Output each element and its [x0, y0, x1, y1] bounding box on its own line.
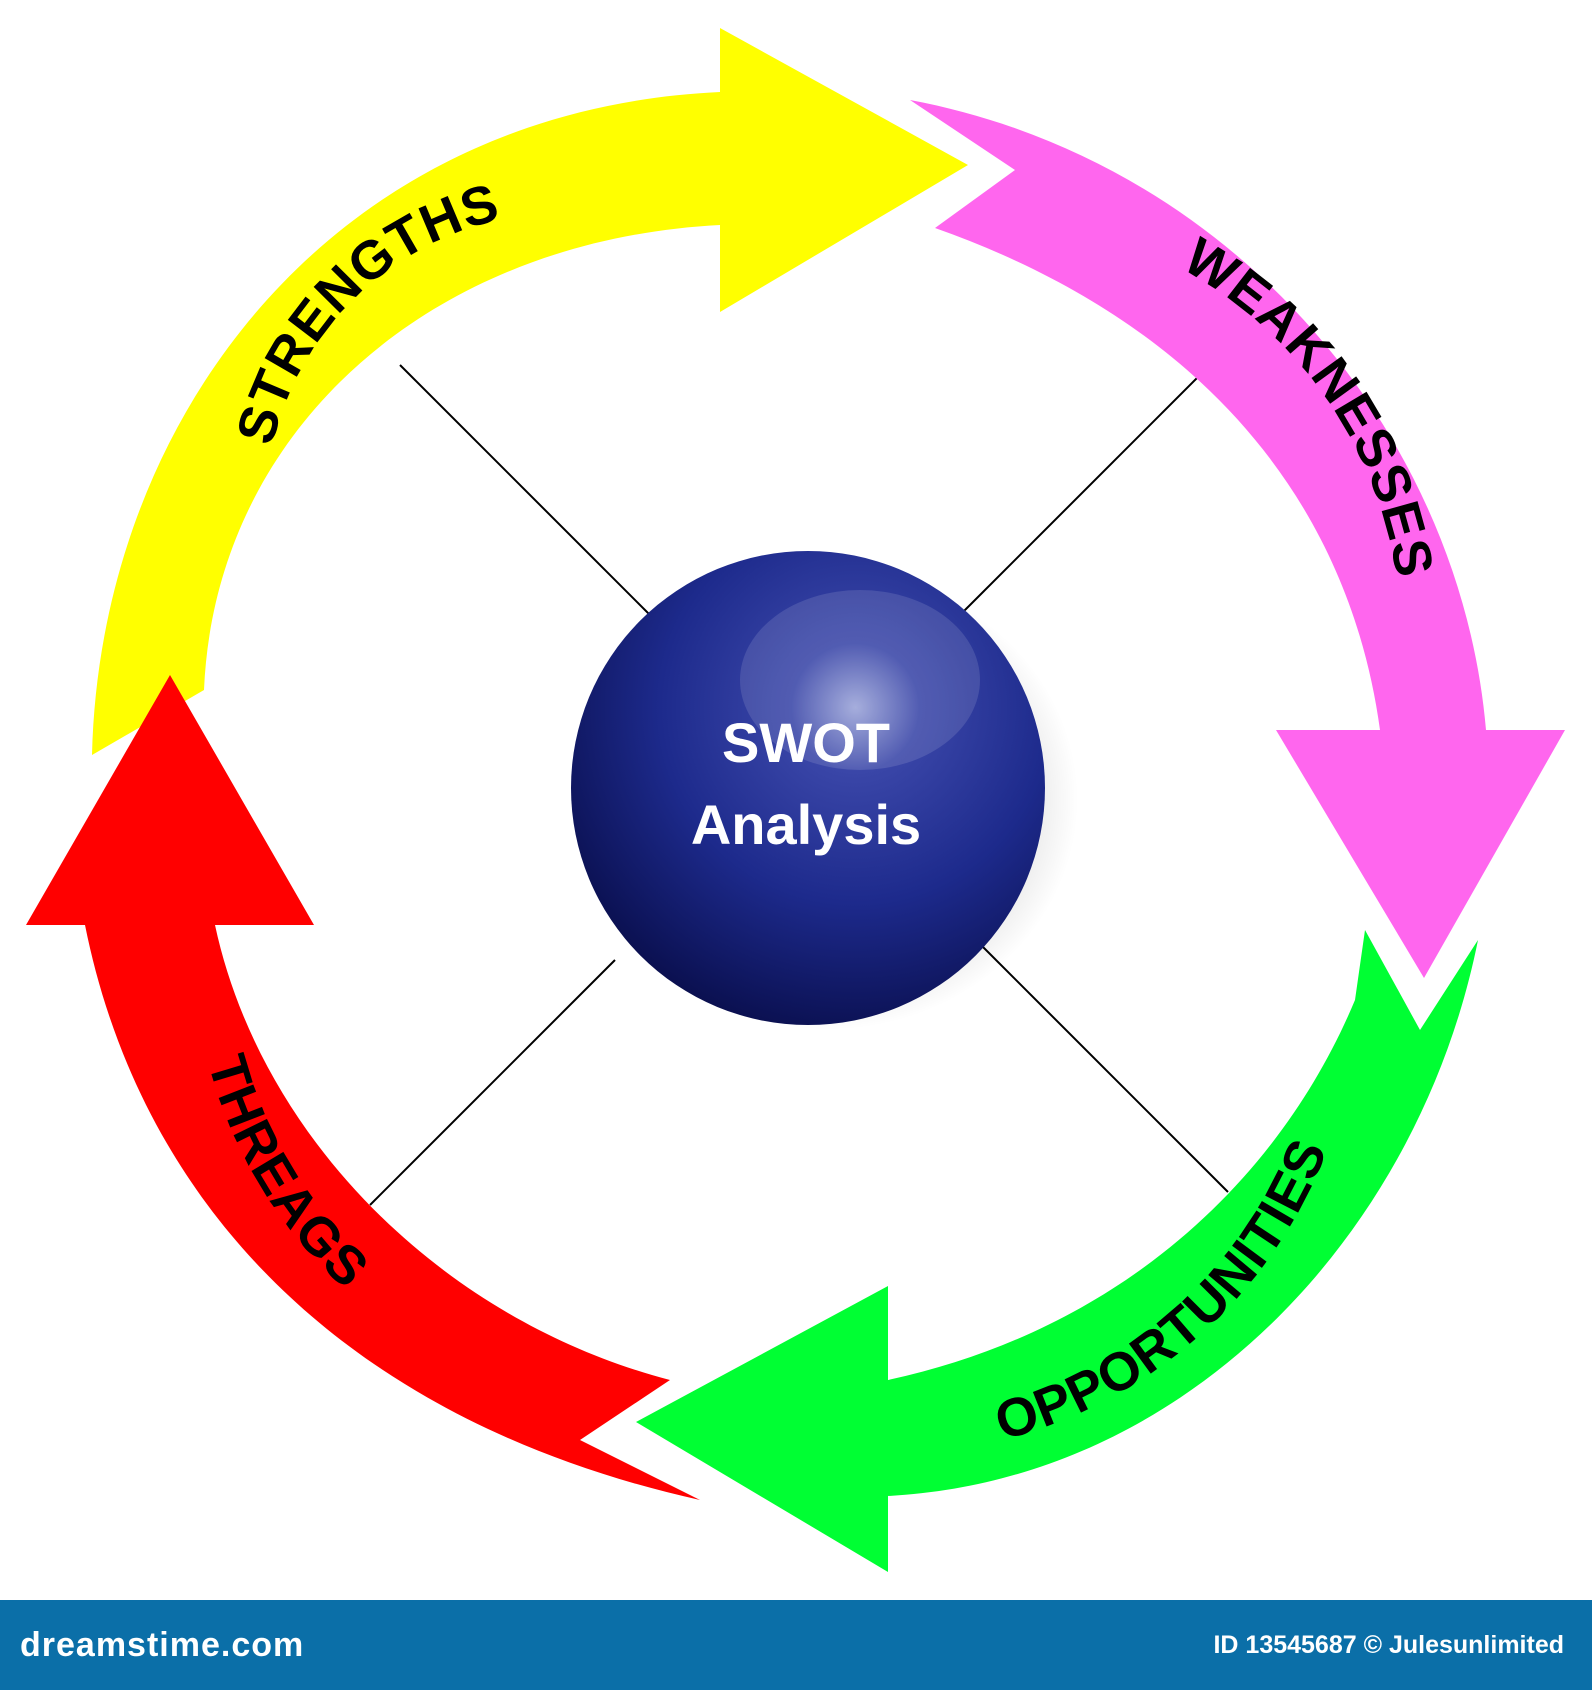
connector-line — [981, 945, 1229, 1193]
connector-line — [369, 959, 616, 1206]
center-sphere — [571, 551, 1045, 1025]
swot-diagram: STRENGTHS WEAKNESSES OPPORTUNITIES THREA… — [26, 28, 1565, 1572]
footer-bar: dreamstime.com ID 13545687 © Julesunlimi… — [0, 1600, 1592, 1690]
weaknesses-arrow — [910, 100, 1565, 978]
connector-line — [399, 364, 651, 616]
connector-lines — [369, 364, 1229, 1206]
opportunities-arrow — [636, 930, 1478, 1572]
strengths-arrow — [92, 28, 968, 755]
connector-line — [962, 374, 1201, 613]
footer-credit: ID 13545687 © Julesunlimited — [1213, 1630, 1564, 1659]
footer-brand: dreamstime.com — [20, 1625, 305, 1664]
center-title: SWOT — [722, 711, 890, 774]
center-subtitle: Analysis — [691, 793, 921, 856]
sphere-highlight — [740, 590, 980, 770]
threats-arrow — [26, 675, 700, 1500]
